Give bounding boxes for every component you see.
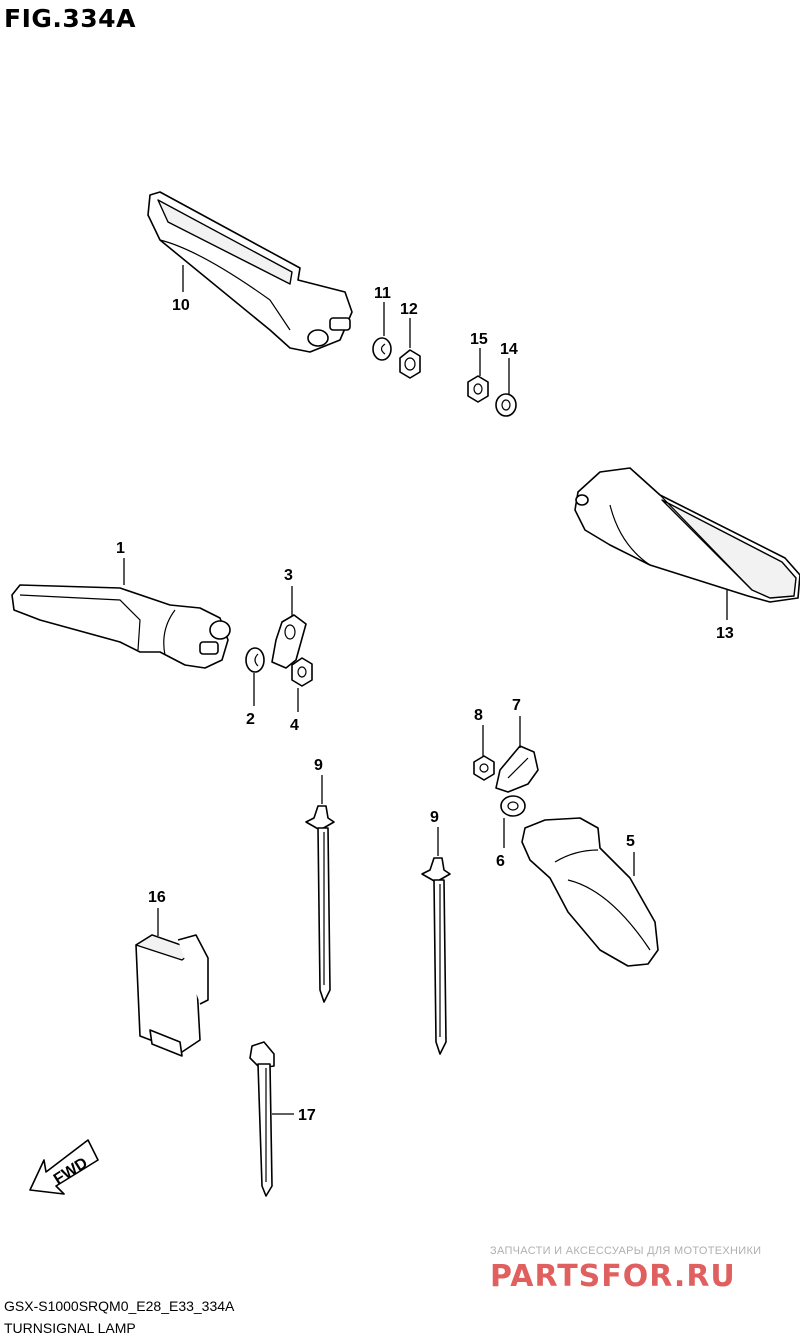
part-5-turnsignal-lamp[interactable] <box>521 817 659 967</box>
part-17-cable-tie[interactable] <box>249 1041 275 1197</box>
callout-5: 5 <box>626 833 635 850</box>
part-4-nut[interactable] <box>291 657 313 687</box>
callout-9-left: 9 <box>314 757 323 774</box>
part-10-turnsignal-lamp[interactable] <box>147 191 353 353</box>
part-14-washer[interactable] <box>495 393 517 417</box>
figure-caption: TURNSIGNAL LAMP <box>4 1320 136 1336</box>
callout-4: 4 <box>290 717 299 734</box>
callout-12: 12 <box>400 301 418 318</box>
part-9-cable-tie[interactable] <box>305 805 335 1003</box>
figure-code: GSX-S1000SRQM0_E28_E33_334A <box>4 1298 235 1314</box>
callout-1: 1 <box>116 540 125 557</box>
part-16-turnsignal-relay[interactable] <box>135 934 209 1057</box>
part-8-nut[interactable] <box>473 755 495 781</box>
part-2-washer[interactable] <box>245 647 265 673</box>
part-3-bracket[interactable] <box>271 614 307 669</box>
callout-17: 17 <box>298 1107 316 1124</box>
callout-8: 8 <box>474 707 483 724</box>
part-12-nut[interactable] <box>399 349 421 379</box>
part-15-nut[interactable] <box>467 375 489 403</box>
callout-16: 16 <box>148 889 166 906</box>
watermark-logo-text: PARTSFOR.RU <box>490 1259 736 1292</box>
part-13-turnsignal-lamp[interactable] <box>574 467 800 603</box>
callout-15: 15 <box>470 331 488 348</box>
part-1-turnsignal-lamp[interactable] <box>11 584 231 669</box>
callout-11: 11 <box>374 285 391 302</box>
fwd-arrow-icon: FWD <box>29 1139 99 1195</box>
callout-6: 6 <box>496 853 505 870</box>
part-9-cable-tie[interactable] <box>421 857 451 1055</box>
callout-13: 13 <box>716 625 734 642</box>
watermark-logo: PARTSFOR.RU <box>490 1259 736 1292</box>
callout-2: 2 <box>246 711 255 728</box>
callout-9-right: 9 <box>430 809 439 826</box>
callout-7: 7 <box>512 697 521 714</box>
callout-3: 3 <box>284 567 293 584</box>
part-11-washer[interactable] <box>372 337 392 361</box>
figure-title: FIG.334A <box>4 4 136 33</box>
part-6-washer[interactable] <box>500 795 526 817</box>
callout-10: 10 <box>172 297 190 314</box>
watermark-tagline: ЗАПЧАСТИ И АКСЕССУАРЫ ДЛЯ МОТОТЕХНИКИ <box>490 1245 762 1257</box>
part-7-bracket[interactable] <box>495 745 539 793</box>
callout-14: 14 <box>500 341 518 358</box>
